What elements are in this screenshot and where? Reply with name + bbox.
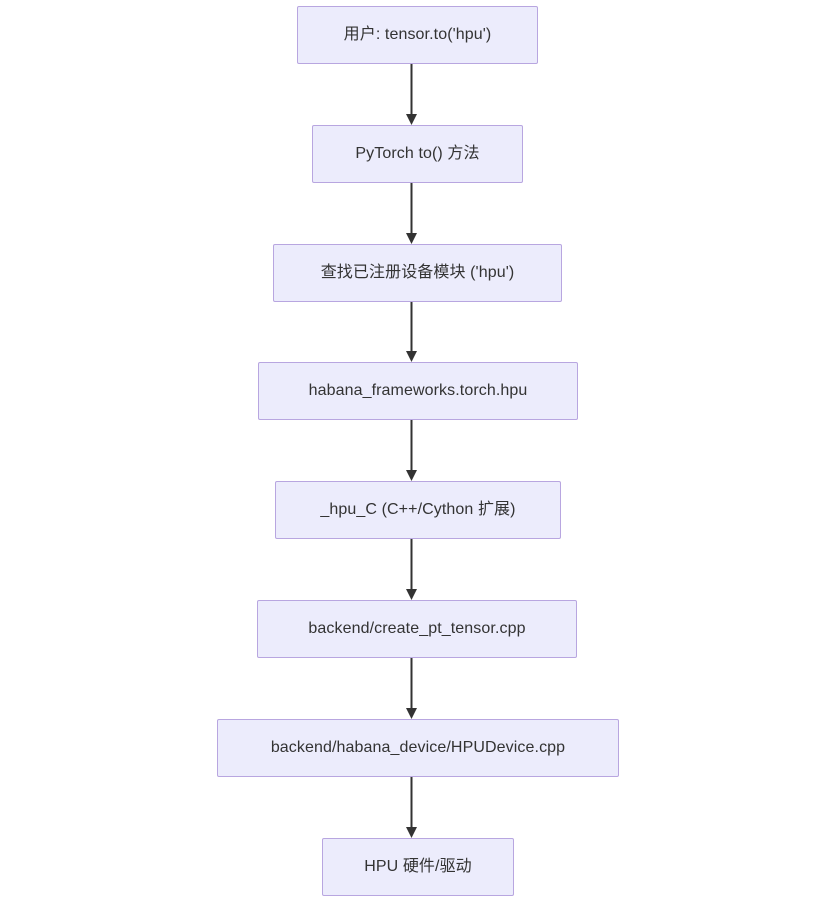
flow-node-n5[interactable]: _hpu_C (C++/Cython 扩展): [275, 481, 561, 539]
flow-node-n8[interactable]: HPU 硬件/驱动: [322, 838, 514, 896]
flow-node-n3[interactable]: 查找已注册设备模块 ('hpu'): [273, 244, 562, 302]
flow-arrow: [405, 658, 417, 719]
flow-arrow: [405, 539, 417, 600]
flow-node-n6[interactable]: backend/create_pt_tensor.cpp: [257, 600, 577, 658]
flow-arrow: [405, 302, 417, 362]
flow-node-label: 用户: tensor.to('hpu'): [343, 26, 492, 44]
flow-node-label: HPU 硬件/驱动: [364, 858, 472, 876]
flow-node-label: _hpu_C (C++/Cython 扩展): [320, 501, 516, 519]
flow-arrow: [405, 183, 417, 244]
flow-node-label: 查找已注册设备模块 ('hpu'): [320, 264, 515, 282]
flow-node-label: habana_frameworks.torch.hpu: [308, 382, 528, 400]
flow-node-n7[interactable]: backend/habana_device/HPUDevice.cpp: [217, 719, 619, 777]
flow-node-label: backend/create_pt_tensor.cpp: [308, 620, 526, 638]
flow-node-label: backend/habana_device/HPUDevice.cpp: [270, 739, 566, 757]
flow-node-n2[interactable]: PyTorch to() 方法: [312, 125, 523, 183]
flow-node-label: PyTorch to() 方法: [355, 145, 480, 163]
flow-node-n4[interactable]: habana_frameworks.torch.hpu: [258, 362, 578, 420]
flow-node-n1[interactable]: 用户: tensor.to('hpu'): [297, 6, 538, 64]
flow-arrow: [405, 64, 417, 125]
flow-arrow: [405, 420, 417, 481]
flow-arrow: [405, 777, 417, 838]
